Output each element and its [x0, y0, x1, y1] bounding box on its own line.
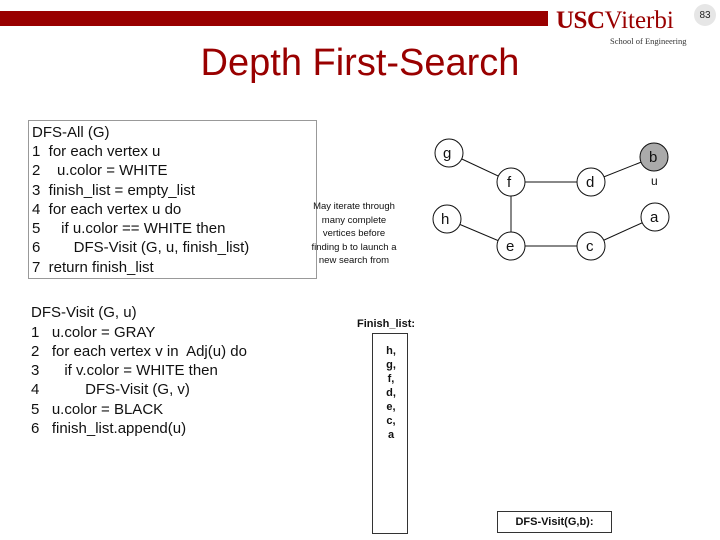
finish-item: f, — [387, 373, 395, 385]
node-label: e — [506, 238, 514, 255]
graph-edges — [446, 152, 656, 247]
finish-item: c, — [386, 415, 396, 427]
finish-item: h, — [386, 345, 396, 357]
node-a: a — [640, 202, 670, 232]
node-c: c — [576, 231, 606, 261]
logo-usc: USC — [556, 7, 605, 34]
code-line: 6 finish_list.append(u) — [31, 420, 187, 437]
search-note: May iterate through many complete vertic… — [300, 200, 408, 268]
finish-item: a — [387, 429, 395, 441]
node-label: c — [586, 238, 594, 255]
finish-item: e, — [386, 401, 396, 413]
usc-viterbi-logo: USCViterbi School of Engineering — [556, 6, 686, 48]
code-line: DFS-Visit (G, u) — [31, 304, 137, 321]
note-line: May iterate through — [313, 201, 395, 212]
code-line: 4 for each vertex u do — [32, 201, 182, 218]
logo-viterbi: Viterbi — [604, 7, 674, 34]
note-line: many complete — [321, 214, 387, 226]
node-label: g — [443, 145, 451, 162]
note-line: vertices before — [322, 228, 386, 239]
slide-title: Depth First-Search — [200, 42, 520, 84]
code-line: 3 finish_list = empty_list — [32, 182, 195, 199]
node-d: d — [576, 167, 606, 197]
code-line: 6 DFS-Visit (G, u, finish_list) — [32, 239, 250, 256]
node-label: f — [507, 174, 512, 191]
header-bar — [0, 11, 548, 26]
graph-nodes: g b f d h a e c — [432, 138, 670, 261]
note-line: finding b to launch a — [311, 241, 397, 253]
code-line: DFS-All (G) — [32, 124, 110, 141]
code-line: 3 if v.color = WHITE then — [31, 362, 218, 379]
dfs-all-code-box: DFS-All (G) 1 for each vertex u 2 u.colo… — [28, 120, 317, 279]
node-label: a — [650, 209, 659, 226]
page-number: 83 — [694, 4, 716, 26]
note-line: new search from — [318, 255, 390, 266]
node-b: b — [639, 142, 669, 172]
node-h: h — [432, 204, 462, 234]
code-line: 4 DFS-Visit (G, v) — [31, 381, 190, 398]
dfs-visit-code-box: DFS-Visit (G, u) 1 u.color = GRAY 2 for … — [28, 304, 286, 442]
dfs-visit-call-label: DFS-Visit(G,b): — [497, 511, 612, 533]
finish-item: g, — [386, 359, 396, 371]
current-vertex-annotation: u — [651, 174, 658, 188]
code-line: 5 u.color = BLACK — [31, 401, 164, 418]
code-line: 5 if u.color == WHITE then — [32, 220, 226, 237]
slide-title-wrap: Depth First-Search — [0, 42, 720, 85]
node-label: h — [441, 211, 449, 228]
finish-list-label: Finish_list: — [357, 318, 416, 330]
node-f: f — [496, 167, 526, 197]
finish-list-box: h, g, f, d, e, c, a — [372, 333, 408, 534]
node-label: d — [586, 174, 594, 191]
code-line: 1 u.color = GRAY — [31, 324, 156, 341]
finish-item: d, — [386, 387, 396, 399]
node-g: g — [434, 138, 464, 168]
node-e: e — [496, 231, 526, 261]
code-line: 2 u.color = WHITE — [32, 162, 168, 179]
code-line: 7 return finish_list — [32, 259, 154, 276]
logo-subtitle: School of Engineering — [610, 36, 687, 46]
code-line: 1 for each vertex u — [32, 143, 161, 160]
code-line: 2 for each vertex v in Adj(u) do — [31, 343, 247, 360]
node-label: b — [649, 149, 657, 166]
